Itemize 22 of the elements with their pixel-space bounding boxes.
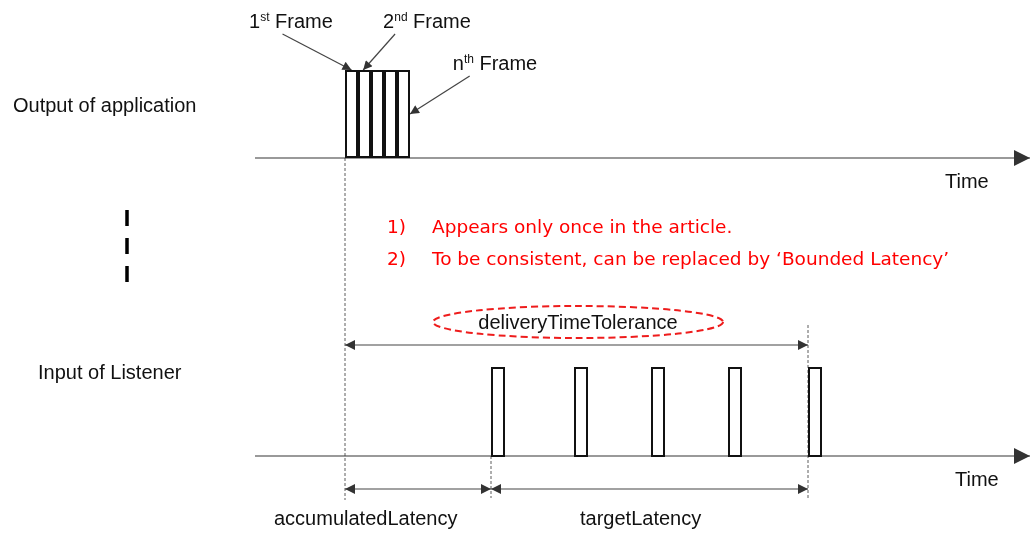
frame-box bbox=[384, 70, 397, 158]
ellipse-label: deliveryTimeTolerance bbox=[431, 304, 725, 340]
dimension-label: targetLatency bbox=[580, 507, 702, 529]
frame-box bbox=[371, 70, 384, 158]
note-number: 1) bbox=[387, 217, 406, 238]
frame-label: 1$^{st}$ Frame bbox=[238, 8, 344, 34]
axis-label: Time bbox=[955, 468, 999, 490]
leader-arrow bbox=[362, 33, 396, 71]
row-label: Output of application bbox=[13, 94, 197, 116]
axis-label: Time bbox=[945, 170, 989, 192]
frame-box bbox=[358, 70, 371, 158]
frame-label: n$^{th}$ Frame bbox=[440, 50, 550, 76]
frame-box bbox=[345, 70, 358, 158]
frame-box bbox=[397, 70, 410, 158]
dimension-label: accumulatedLatency bbox=[274, 507, 458, 529]
note-text: To be consistent, can be replaced by ‘Bounded Latency’ bbox=[432, 249, 950, 270]
leader-arrow bbox=[409, 75, 471, 115]
note-number: 2) bbox=[387, 249, 406, 270]
leader-arrow bbox=[281, 33, 353, 71]
frame-label: 2$^{nd}$ Frame bbox=[370, 8, 484, 34]
row-label: Input of Listener bbox=[38, 361, 182, 383]
note-text: Appears only once in the article. bbox=[432, 217, 733, 238]
